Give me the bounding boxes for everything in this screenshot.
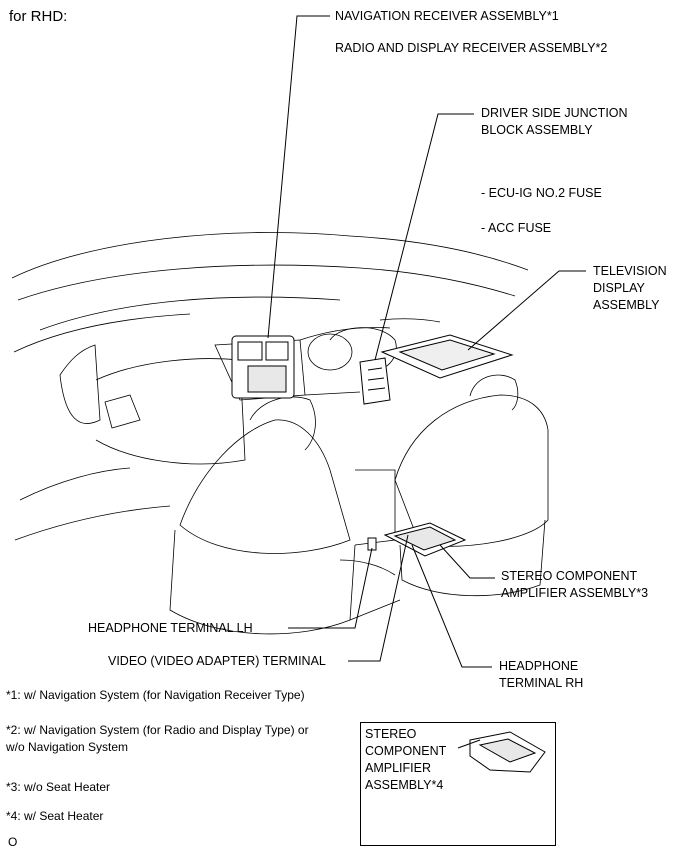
label-junction-block: DRIVER SIDE JUNCTION BLOCK ASSEMBLY bbox=[481, 106, 628, 137]
label-navigation-receiver: NAVIGATION RECEIVER ASSEMBLY*1 bbox=[335, 9, 559, 23]
footnote-3: *3: w/o Seat Heater bbox=[6, 780, 111, 794]
label-radio-display-receiver: RADIO AND DISPLAY RECEIVER ASSEMBLY*2 bbox=[335, 41, 608, 55]
footnote-1: *1: w/ Navigation System (for Navigation… bbox=[6, 688, 305, 702]
label-headphone-lh: HEADPHONE TERMINAL LH bbox=[88, 621, 253, 635]
variant-heading: for RHD: bbox=[9, 8, 68, 25]
interior-outline bbox=[11, 232, 549, 635]
inset-label: STEREO COMPONENT AMPLIFIER ASSEMBLY*4 bbox=[365, 727, 447, 792]
footnote-2: *2: w/ Navigation System (for Radio and … bbox=[6, 723, 309, 754]
junction-block-drawing bbox=[359, 357, 391, 405]
label-tv-display: TELEVISION DISPLAY ASSEMBLY bbox=[593, 264, 667, 312]
footnote-4: *4: w/ Seat Heater bbox=[6, 809, 104, 823]
component-drawings bbox=[231, 334, 546, 773]
figure-code: O bbox=[8, 835, 18, 849]
label-ecu-ig-fuse: - ECU-IG NO.2 FUSE bbox=[481, 186, 602, 200]
label-acc-fuse: - ACC FUSE bbox=[481, 221, 552, 235]
label-video-terminal: VIDEO (VIDEO ADAPTER) TERMINAL bbox=[108, 654, 326, 668]
inset-panel bbox=[360, 722, 556, 846]
leader-lines bbox=[267, 15, 586, 749]
label-headphone-rh: HEADPHONE TERMINAL RH bbox=[499, 659, 584, 690]
label-stereo-amplifier-3: STEREO COMPONENT AMPLIFIER ASSEMBLY*3 bbox=[501, 569, 649, 600]
